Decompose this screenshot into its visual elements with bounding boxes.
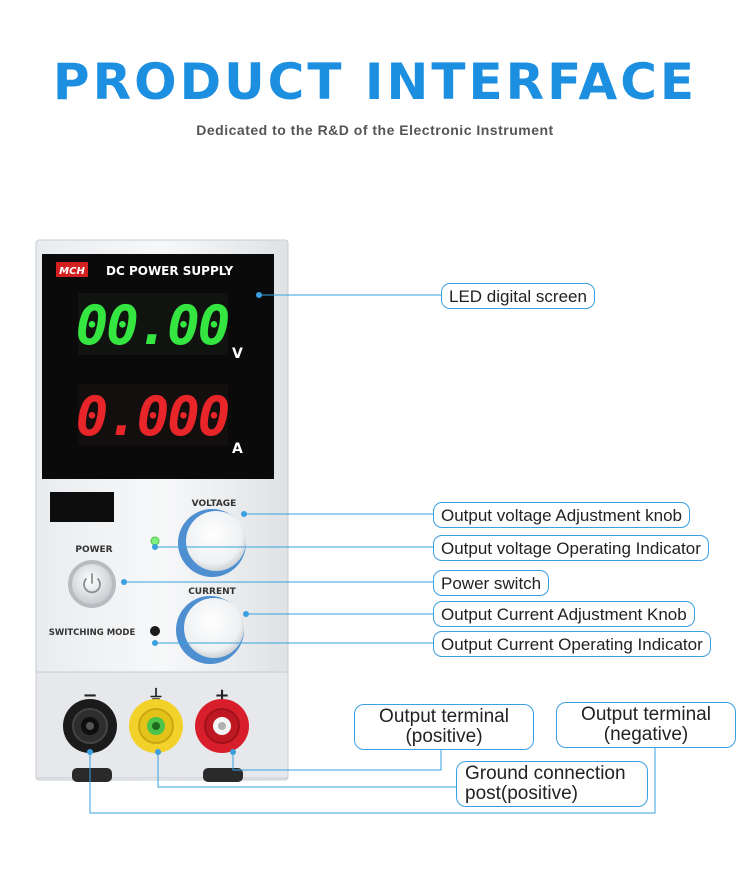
current-digit-window [78, 384, 228, 446]
voltage-unit: V [232, 346, 243, 362]
callout-dots [87, 292, 262, 755]
positive-terminal[interactable] [195, 699, 249, 753]
current-knob-label: CURRENT [188, 587, 236, 597]
callout-terminal-positive-line2: (positive) [405, 726, 483, 747]
brand-logo-text: MCH [59, 266, 85, 277]
current-knob[interactable] [184, 598, 244, 658]
negative-terminal[interactable] [63, 699, 117, 753]
voltage-indicator-led [150, 536, 160, 546]
callout-terminal-negative-line1: Output terminal [581, 704, 711, 725]
model-label: DC POWER SUPPLY [106, 264, 234, 278]
callout-voltage-knob: Output voltage Adjustment knob [433, 502, 690, 528]
voltage-knob[interactable] [186, 511, 246, 571]
current-indicator-led [150, 626, 160, 636]
callout-current-indicator: Output Current Operating Indicator [433, 631, 711, 657]
current-unit: A [232, 441, 243, 457]
status-window [50, 492, 114, 522]
callout-led-screen: LED digital screen [441, 283, 595, 309]
callout-ground-line2: post(positive) [465, 783, 578, 804]
page-subtitle: Dedicated to the R&D of the Electronic I… [196, 122, 554, 138]
callout-ground-line1: Ground connection [465, 763, 626, 784]
brand-logo [56, 262, 88, 277]
voltage-knob-label: VOLTAGE [192, 499, 237, 509]
current-readout: 0.000 [76, 385, 229, 448]
switching-mode-label: SWITCHING MODE [49, 628, 136, 638]
voltage-readout: 00.00 [76, 294, 229, 357]
ground-terminal[interactable] [129, 699, 183, 753]
power-switch[interactable] [72, 564, 112, 604]
foot-right [203, 768, 243, 782]
foot-left [72, 768, 112, 782]
callout-voltage-indicator: Output voltage Operating Indicator [433, 535, 709, 561]
callout-lines [89, 294, 656, 814]
callout-ground-post: Ground connection post(positive) [456, 761, 648, 807]
callout-terminal-negative: Output terminal (negative) [556, 702, 736, 748]
voltage-digit-window [78, 293, 228, 355]
callout-terminal-positive: Output terminal (positive) [354, 704, 534, 750]
page-title: PRODUCT INTERFACE [52, 53, 698, 111]
callout-current-knob: Output Current Adjustment Knob [433, 601, 695, 627]
power-icon [83, 573, 101, 594]
callout-terminal-positive-line1: Output terminal [379, 706, 509, 727]
power-label: POWER [75, 545, 112, 555]
callout-terminal-negative-line2: (negative) [603, 724, 689, 745]
callout-power-switch: Power switch [433, 570, 550, 596]
